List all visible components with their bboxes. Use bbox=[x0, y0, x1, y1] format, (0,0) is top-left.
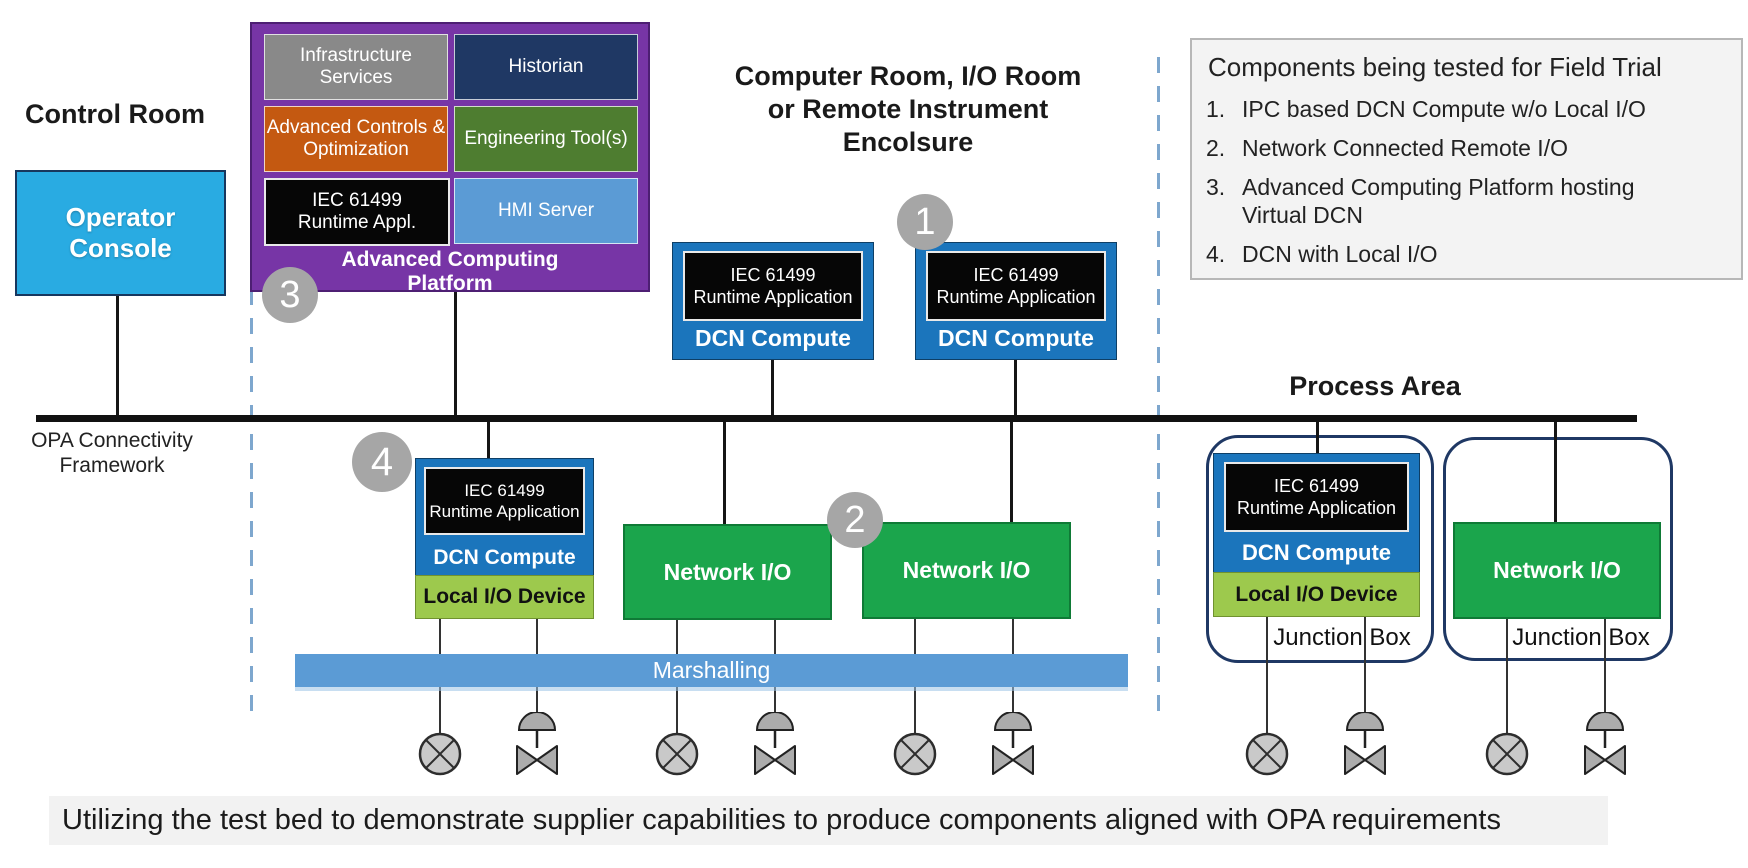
iec-runtime-panel: IEC 61499 Runtime Application bbox=[926, 251, 1106, 321]
module-historian: Historian bbox=[454, 34, 638, 100]
operator-console-label: Operator Console bbox=[65, 202, 176, 263]
legend-item: 3. Advanced Computing Platform hosting V… bbox=[1206, 174, 1635, 229]
junction-box-label-2: Junction Box bbox=[1512, 624, 1650, 651]
module-iec-runtime: IEC 61499 Runtime Appl. bbox=[264, 178, 450, 246]
sensor-icon bbox=[655, 732, 699, 776]
sensor-icon bbox=[418, 732, 462, 776]
dcn-compute-box-jb1: IEC 61499 Runtime Application DCN Comput… bbox=[1213, 453, 1420, 574]
connector-line bbox=[1014, 358, 1017, 418]
module-infrastructure-services: Infrastructure Services bbox=[264, 34, 448, 100]
badge-4: 4 bbox=[352, 432, 412, 492]
dcn-compute-label: DCN Compute bbox=[1241, 540, 1392, 565]
connector-line bbox=[454, 288, 457, 418]
iec-runtime-panel: IEC 61499 Runtime Application bbox=[683, 251, 863, 321]
iec-runtime-panel: IEC 61499 Runtime Application bbox=[1224, 462, 1409, 532]
dcn-compute-box-1: IEC 61499 Runtime Application DCN Comput… bbox=[672, 242, 874, 360]
section-divider-right bbox=[1157, 57, 1160, 713]
module-advanced-controls: Advanced Controls & Optimization bbox=[264, 106, 448, 172]
connector-line bbox=[487, 420, 490, 460]
legend-item: 4. DCN with Local I/O bbox=[1206, 241, 1438, 268]
sensor-icon bbox=[1485, 732, 1529, 776]
local-io-device-bar: Local I/O Device bbox=[415, 575, 594, 619]
iec-runtime-panel: IEC 61499 Runtime Application bbox=[424, 467, 585, 535]
connector-line bbox=[771, 358, 774, 418]
connector-line bbox=[116, 292, 119, 418]
connector-line bbox=[1364, 615, 1366, 716]
network-io-box-1: Network I/O bbox=[623, 524, 832, 620]
module-engineering-tools: Engineering Tool(s) bbox=[454, 106, 638, 172]
dcn-compute-label: DCN Compute bbox=[433, 546, 576, 569]
marshalling-label: Marshalling bbox=[652, 657, 771, 683]
dcn-compute-box-2: IEC 61499 Runtime Application DCN Comput… bbox=[915, 242, 1117, 360]
junction-box-label-1: Junction Box bbox=[1273, 624, 1411, 651]
valve-icon bbox=[516, 712, 558, 775]
local-io-device-bar-jb1: Local I/O Device bbox=[1213, 572, 1420, 617]
section-divider-left bbox=[250, 57, 253, 713]
valve-icon bbox=[992, 712, 1034, 775]
sensor-icon bbox=[1245, 732, 1289, 776]
dcn-compute-label: DCN Compute bbox=[938, 325, 1094, 351]
valve-icon bbox=[754, 712, 796, 775]
connector-line bbox=[1316, 420, 1319, 455]
badge-3: 3 bbox=[262, 267, 318, 323]
badge-2: 2 bbox=[827, 492, 883, 548]
connector-line bbox=[1266, 615, 1268, 733]
sensor-icon bbox=[893, 732, 937, 776]
connector-line bbox=[723, 420, 726, 526]
connector-line bbox=[1604, 615, 1606, 716]
dcn-local-io-box: IEC 61499 Runtime Application DCN Comput… bbox=[415, 458, 594, 577]
module-hmi-server: HMI Server bbox=[454, 178, 638, 244]
network-io-box-2: Network I/O bbox=[862, 522, 1071, 619]
connector-line bbox=[1506, 615, 1508, 733]
legend-title: Components being tested for Field Trial bbox=[1208, 52, 1662, 82]
platform-label: Advanced Computing Platform bbox=[341, 248, 559, 295]
legend-item: 1. IPC based DCN Compute w/o Local I/O bbox=[1206, 96, 1646, 122]
legend-item: 2. Network Connected Remote I/O bbox=[1206, 135, 1568, 162]
marshalling-bar: Marshalling bbox=[295, 654, 1128, 687]
process-area-title: Process Area bbox=[1289, 371, 1461, 401]
control-room-title: Control Room bbox=[25, 99, 205, 129]
computer-room-title: Computer Room, I/O Room or Remote Instru… bbox=[734, 61, 1082, 157]
opa-bus-line bbox=[36, 415, 1637, 422]
dcn-compute-label: DCN Compute bbox=[695, 325, 851, 351]
valve-icon bbox=[1344, 712, 1386, 775]
operator-console-box: Operator Console bbox=[15, 170, 226, 296]
valve-icon bbox=[1584, 712, 1626, 775]
caption-bar: Utilizing the test bed to demonstrate su… bbox=[49, 796, 1608, 845]
legend-box: Components being tested for Field Trial … bbox=[1190, 38, 1743, 280]
connector-line bbox=[1554, 420, 1557, 524]
network-io-box-jb2: Network I/O bbox=[1453, 522, 1661, 619]
advanced-computing-platform-box: Infrastructure Services Historian Advanc… bbox=[250, 22, 650, 295]
opa-bus-label: OPA Connectivity Framework bbox=[31, 429, 193, 477]
badge-1: 1 bbox=[897, 194, 953, 250]
connector-line bbox=[1010, 420, 1013, 524]
